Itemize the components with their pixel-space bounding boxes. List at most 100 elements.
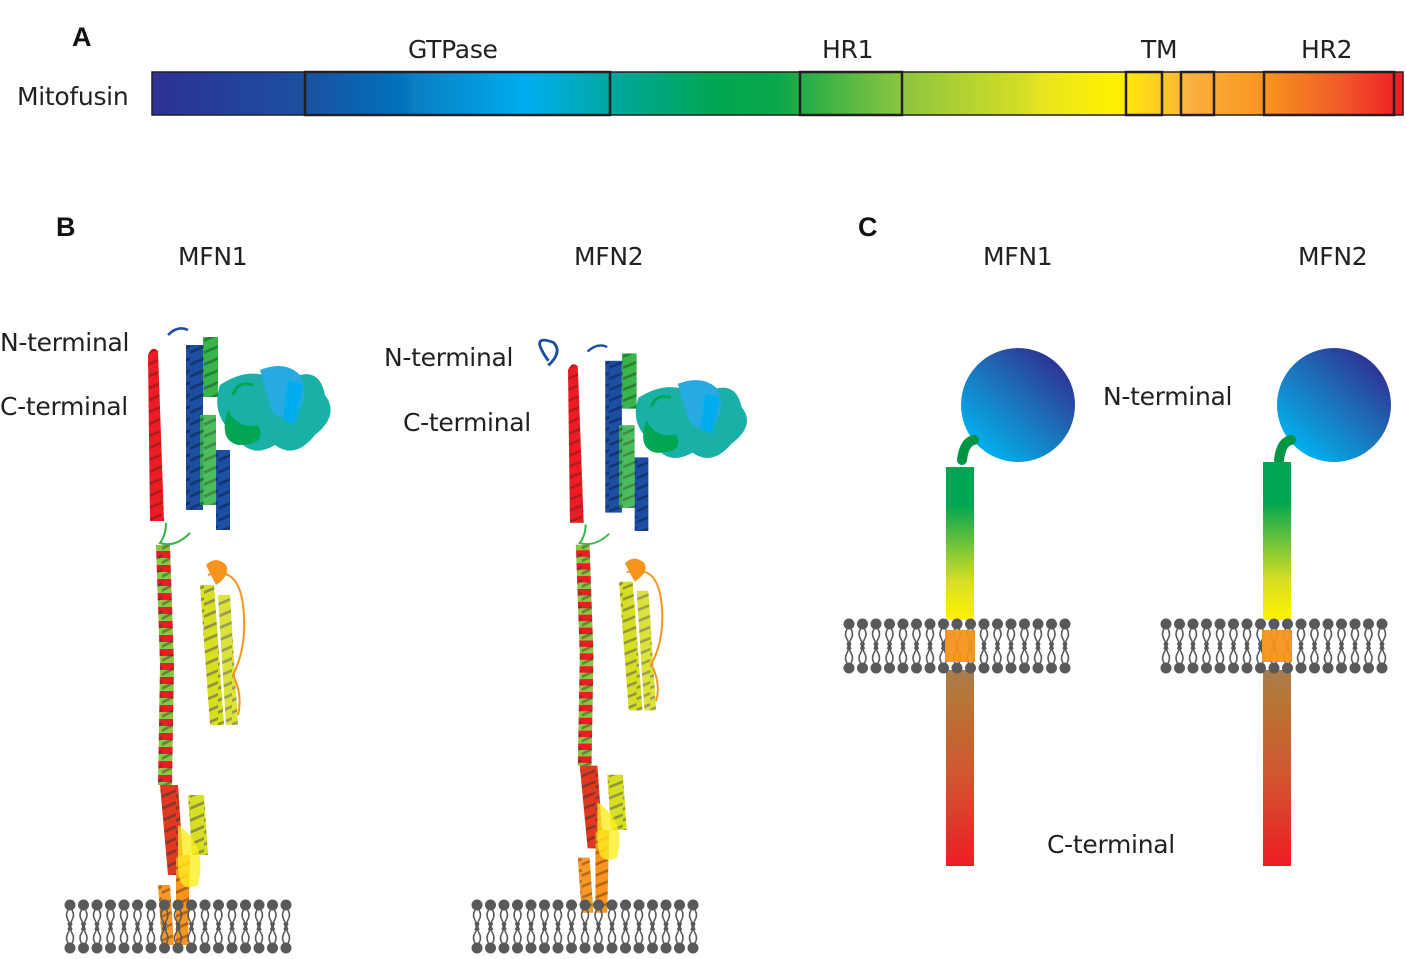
lipid-head-top xyxy=(565,898,578,931)
lipid-head-top xyxy=(1200,617,1213,650)
lipid-head-top xyxy=(869,617,883,650)
lipid-head-top xyxy=(659,898,673,931)
lipid-head-bottom xyxy=(1031,642,1045,675)
mfn2-linker xyxy=(1274,435,1296,465)
lipid-head-top xyxy=(511,898,524,931)
lipid-head-top xyxy=(686,898,700,931)
mfn1-ribbon-structure xyxy=(146,326,333,947)
lipid-head-top xyxy=(1159,617,1173,650)
mfn2-gtpase-ball xyxy=(1277,348,1391,462)
lipid-head-top xyxy=(1240,617,1254,650)
lipid-head-bottom xyxy=(686,922,700,955)
panel-letter-a: A xyxy=(72,22,92,52)
lipid-head-bottom xyxy=(646,922,659,955)
mfn1-upper-stalk xyxy=(946,467,974,620)
lipid-head-bottom xyxy=(1058,642,1072,675)
lipid-head-top xyxy=(470,898,484,931)
lipid-head-bottom xyxy=(1200,642,1213,675)
lipid-head-bottom xyxy=(1045,642,1058,675)
lipid-head-top xyxy=(1308,617,1321,650)
lipid-head-bottom xyxy=(131,922,144,955)
lipid-head-bottom xyxy=(910,642,923,675)
lipid-head-top xyxy=(104,898,117,931)
lipid-head-bottom xyxy=(524,922,538,955)
lipid-head-top xyxy=(646,898,659,931)
lipid-head-top xyxy=(1045,617,1058,650)
lipid-head-top xyxy=(484,898,497,931)
gtpase-domain-box xyxy=(303,70,612,117)
domain-label-hr2: HR2 xyxy=(1301,35,1353,64)
hr2-domain-box xyxy=(1262,70,1396,117)
lipid-head-top xyxy=(117,898,131,931)
lipid-head-bottom xyxy=(1004,642,1018,675)
lipid-head-top xyxy=(1186,617,1200,650)
mfn2-c-terminal-label: C-terminal xyxy=(403,408,531,437)
panel-c-n-terminal-label: N-terminal xyxy=(1103,382,1233,411)
lipid-head-bottom xyxy=(497,922,511,955)
lipid-head-top xyxy=(239,898,252,931)
mfn1-n-terminal-label: N-terminal xyxy=(0,328,130,357)
lipid-head-top xyxy=(1294,617,1308,650)
lipid-head-bottom xyxy=(1240,642,1254,675)
lipid-head-top xyxy=(923,617,937,650)
panel-b-column-mfn2: MFN2 xyxy=(574,242,644,271)
lipid-head-bottom xyxy=(144,922,158,955)
lipid-head-bottom xyxy=(198,922,212,955)
lipid-head-top xyxy=(538,898,551,931)
lipid-head-bottom xyxy=(1348,642,1362,675)
mfn2-membrane xyxy=(470,898,700,955)
lipid-head-top xyxy=(1004,617,1018,650)
domain-label-hr1: HR1 xyxy=(822,35,874,64)
lipid-head-bottom xyxy=(565,922,578,955)
lipid-head-top xyxy=(619,898,632,931)
lipid-head-top xyxy=(90,898,104,931)
lipid-head-bottom xyxy=(1321,642,1335,675)
lipid-head-top xyxy=(1335,617,1348,650)
mfn1-linker xyxy=(957,435,979,465)
mfn2-upper-stalk xyxy=(1263,462,1291,620)
lipid-head-top xyxy=(279,898,293,931)
lipid-head-bottom xyxy=(923,642,937,675)
mfn1-c-terminal-label: C-terminal xyxy=(0,392,128,421)
lipid-head-bottom xyxy=(104,922,117,955)
mfn1-schematic xyxy=(946,348,1075,866)
panel-c-column-mfn1: MFN1 xyxy=(983,242,1053,271)
mfn2-tm-block xyxy=(1262,630,1292,662)
mitofusin-domain-bar xyxy=(151,70,1404,117)
lipid-head-bottom xyxy=(77,922,90,955)
lipid-head-bottom xyxy=(90,922,104,955)
lipid-head-bottom xyxy=(578,922,592,955)
lipid-head-top xyxy=(910,617,923,650)
lipid-head-bottom xyxy=(869,642,883,675)
lipid-head-bottom xyxy=(991,642,1004,675)
lipid-head-bottom xyxy=(538,922,551,955)
domain-label-tm: TM xyxy=(1141,35,1178,64)
lipid-head-bottom xyxy=(1186,642,1200,675)
lipid-head-bottom xyxy=(279,922,293,955)
lipid-head-top xyxy=(551,898,565,931)
lipid-head-bottom xyxy=(605,922,619,955)
lipid-head-bottom xyxy=(239,922,252,955)
lipid-head-top xyxy=(1058,617,1072,650)
lipid-head-top xyxy=(266,898,279,931)
lipid-head-top xyxy=(632,898,646,931)
lipid-head-top xyxy=(856,617,869,650)
lipid-head-top xyxy=(212,898,225,931)
lipid-head-bottom xyxy=(659,922,673,955)
lipid-head-top xyxy=(63,898,77,931)
lipid-head-top xyxy=(578,898,592,931)
lipid-head-bottom xyxy=(1227,642,1240,675)
lipid-head-bottom xyxy=(252,922,266,955)
lipid-head-bottom xyxy=(1375,642,1389,675)
lipid-head-bottom xyxy=(1362,642,1375,675)
lipid-head-bottom xyxy=(212,922,225,955)
lipid-head-top xyxy=(991,617,1004,650)
panel-b-column-mfn1: MFN1 xyxy=(178,242,248,271)
lipid-head-top xyxy=(977,617,991,650)
lipid-head-bottom xyxy=(1173,642,1186,675)
lipid-head-bottom xyxy=(1159,642,1173,675)
lipid-head-bottom xyxy=(842,642,856,675)
lipid-head-bottom xyxy=(883,642,896,675)
lipid-head-top xyxy=(1321,617,1335,650)
mfn1-tm-block xyxy=(945,630,975,662)
